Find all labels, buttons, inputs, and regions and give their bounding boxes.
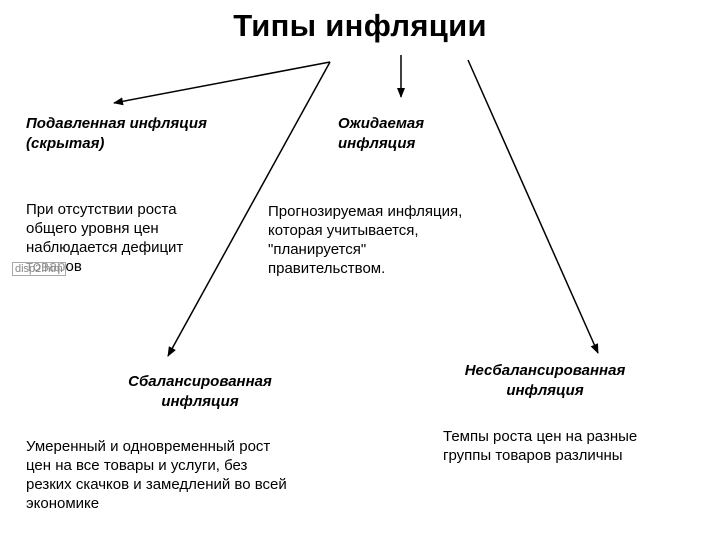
unbalanced-inflation-heading: Несбалансированная инфляция [464,362,626,399]
diagram-title: Типы инфляции [233,8,487,43]
expected-inflation-heading: Ожидаемая инфляция [338,115,425,152]
arrow-to-balanced [167,61,331,357]
balanced-inflation-heading: Сбалансированная инфляция [128,373,272,410]
arrow-to-unbalanced [467,59,599,354]
unbalanced-inflation-description: Темпы роста цен на разные группы товаров… [443,428,638,464]
expected-inflation-description: Прогнозируемая инфляция, которая учитыва… [268,203,463,277]
balanced-inflation-description: Умеренный и одновременный рост цен на вс… [26,438,287,512]
suppressed-inflation-heading: Подавленная инфляция (скрытая) [26,115,207,152]
arrow-to-suppressed [113,61,331,106]
watermark-label: disp2.htm [12,262,66,276]
